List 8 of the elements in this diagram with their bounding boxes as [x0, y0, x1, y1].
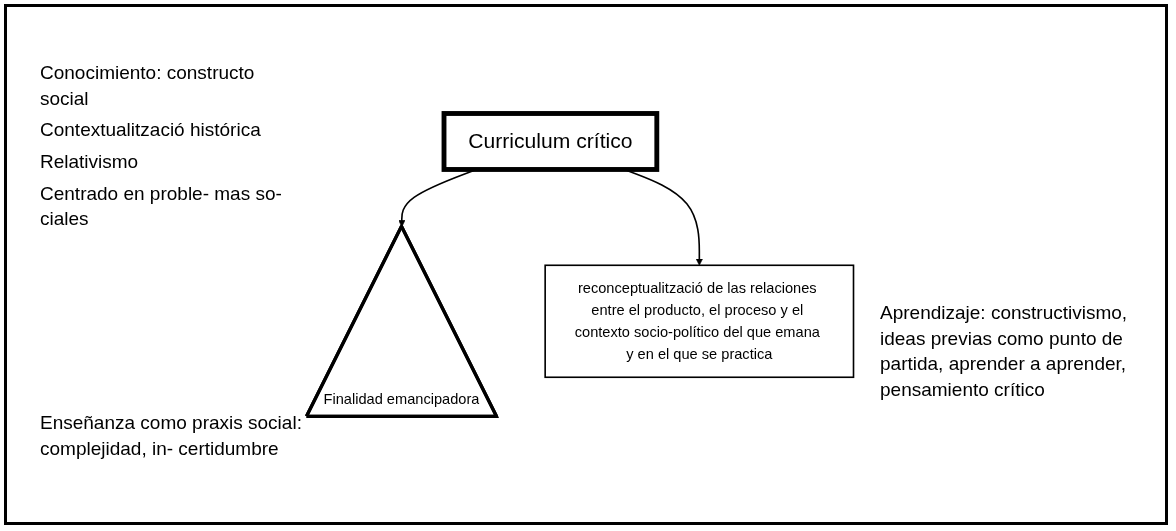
annotation-text: Relativismo	[40, 149, 140, 174]
annotation-text: Aprendizaje: constructivismo, ideas previas como punto de partida, aprender a aprender, pensamiento crítico	[880, 301, 1129, 402]
node-box: reconceptualització de las relaciones entre el producto, el proceso y el contexto socio-político del que emana y en el que se practica	[544, 264, 855, 379]
annotation-text: Contextualització histórica	[40, 118, 262, 143]
annotation-text: Enseñanza como praxis social: complejidad, in- certidumbre	[40, 411, 303, 461]
annotation-text: Conocimiento: constructo social	[40, 61, 256, 111]
node-box: Curriculum crítico	[441, 111, 660, 173]
annotation-text: Centrado en proble- mas so- ciales	[40, 181, 283, 232]
